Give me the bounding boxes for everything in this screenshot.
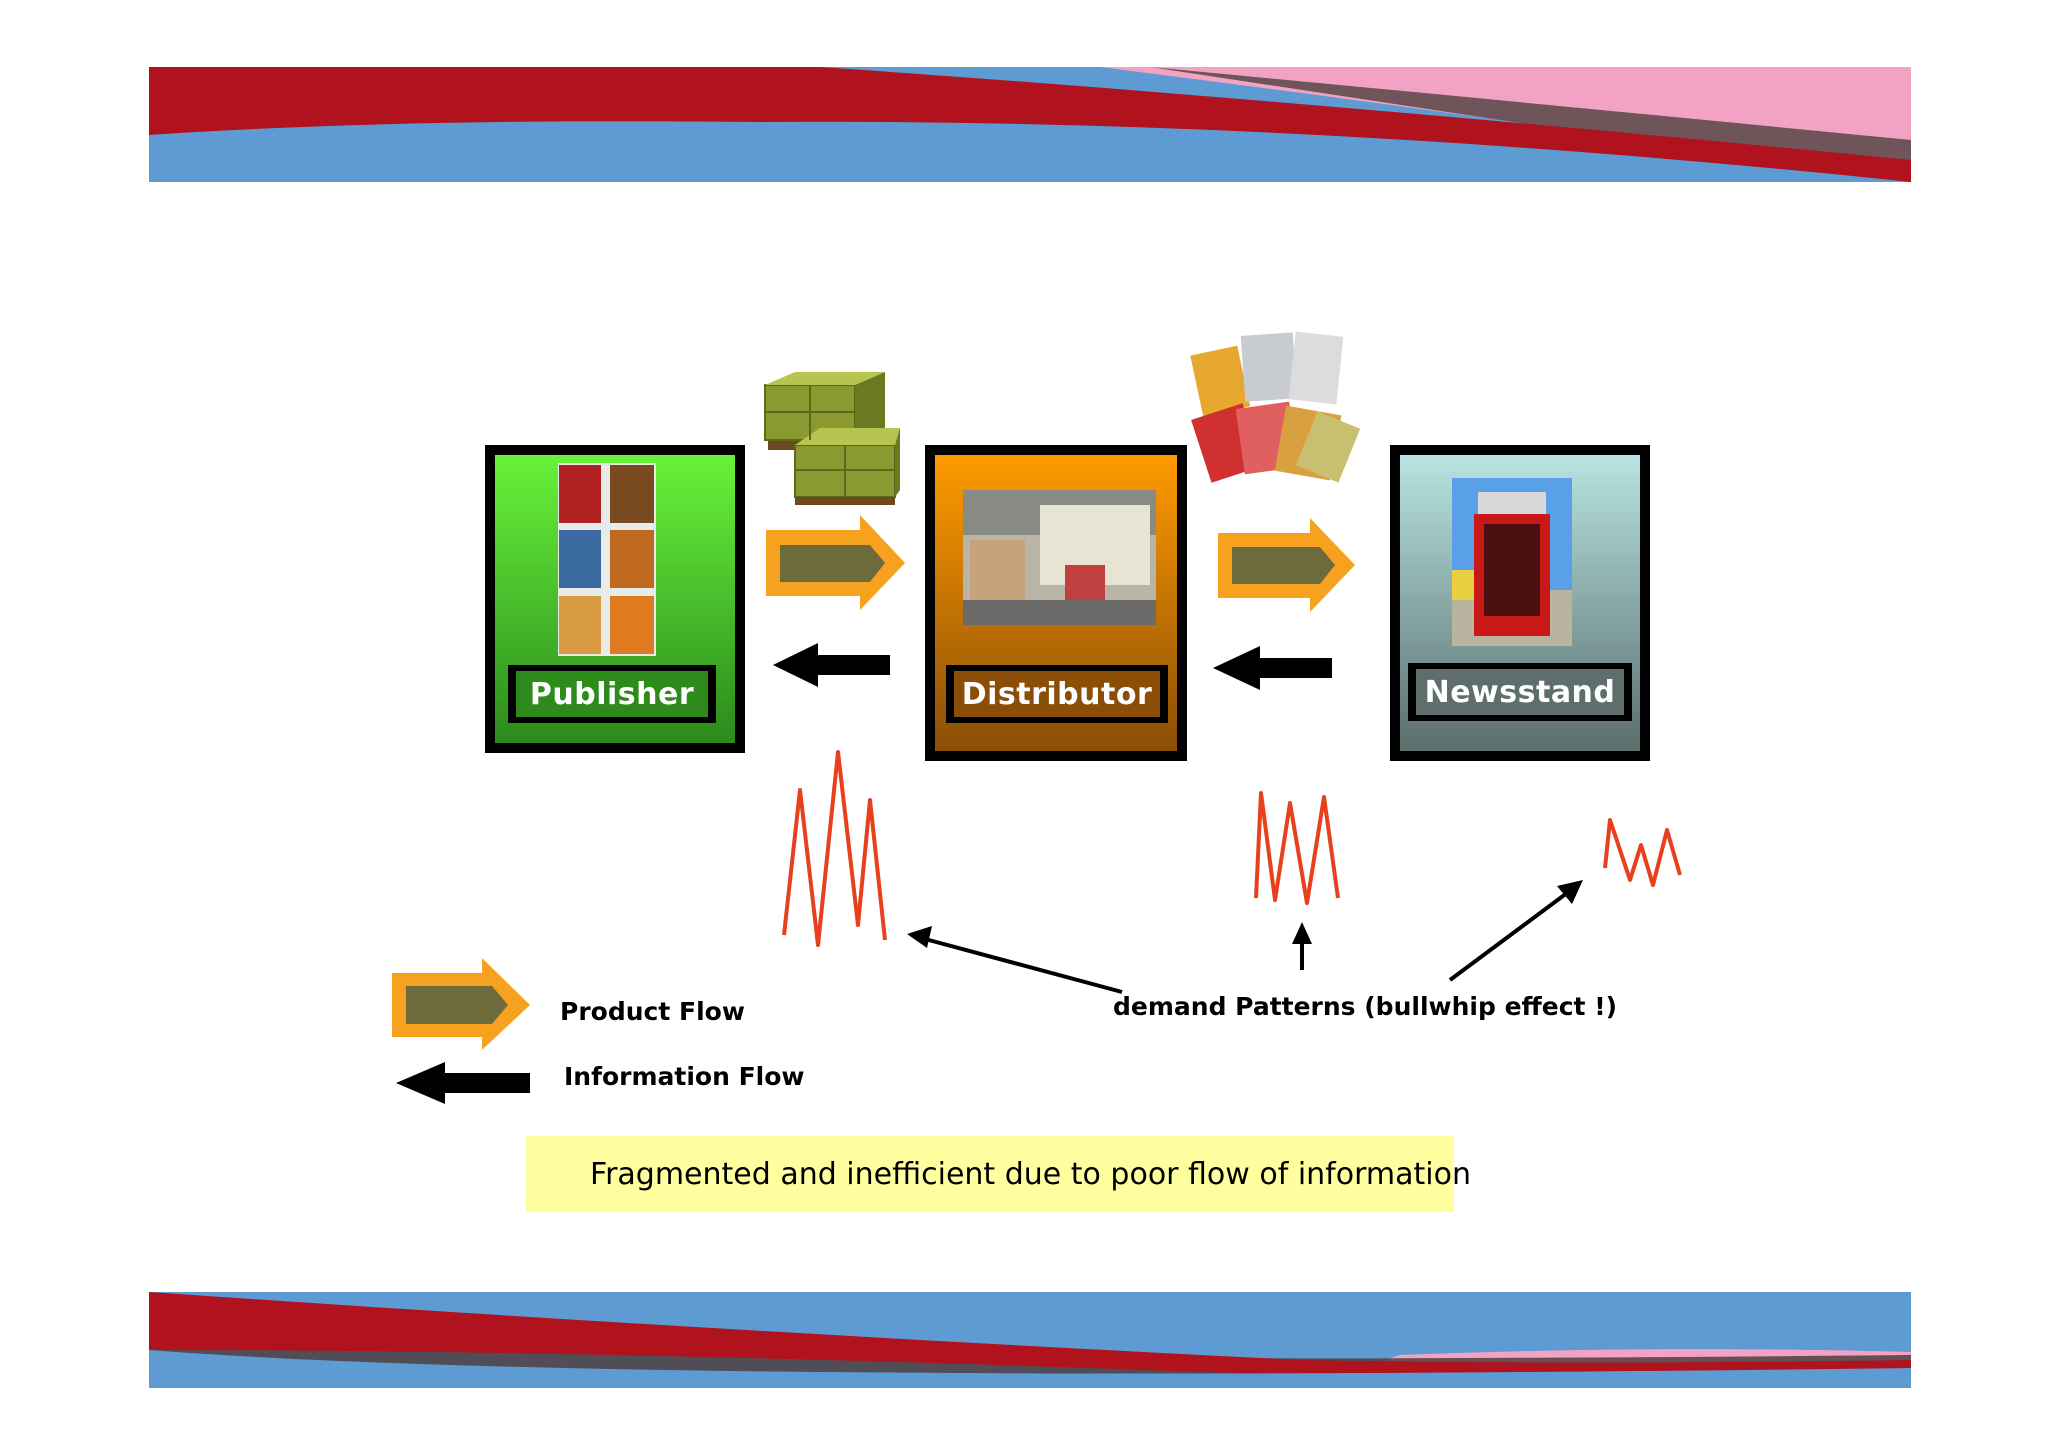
- pallet-boxes-icon: [764, 372, 900, 505]
- distributor-label: Distributor: [946, 665, 1168, 723]
- information-flow-arrow-2: [1213, 646, 1332, 690]
- legend-information-arrow-icon: [396, 1062, 530, 1104]
- product-flow-arrow-1: [766, 515, 905, 610]
- pointer-arrows: [907, 880, 1583, 994]
- legend-product-flow-label: Product Flow: [560, 997, 745, 1026]
- legend-information-flow-label: Information Flow: [564, 1062, 805, 1091]
- demand-pattern-newsstand: [1603, 818, 1682, 887]
- bullwhip-annotation: demand Patterns (bullwhip effect !): [1113, 992, 1618, 1021]
- magazine-covers-image: [558, 463, 656, 656]
- newsstand-label: Newsstand: [1408, 663, 1632, 721]
- demand-pattern-publisher: [782, 750, 887, 947]
- legend-product-arrow-icon: [392, 958, 530, 1050]
- summary-callout: Fragmented and inefficient due to poor f…: [526, 1136, 1471, 1212]
- top-banner: [149, 67, 1911, 182]
- summary-text: Fragmented and inefficient due to poor f…: [590, 1156, 1471, 1192]
- bottom-banner: [149, 1292, 1911, 1388]
- publisher-label: Publisher: [508, 665, 716, 723]
- magazine-stack-icon: [1190, 331, 1361, 483]
- product-flow-arrow-2: [1218, 518, 1355, 612]
- demand-pattern-distributor: [1254, 791, 1340, 905]
- information-flow-arrow-1: [773, 643, 890, 687]
- kiosk-photo: [1452, 478, 1572, 646]
- warehouse-photo: [963, 490, 1156, 625]
